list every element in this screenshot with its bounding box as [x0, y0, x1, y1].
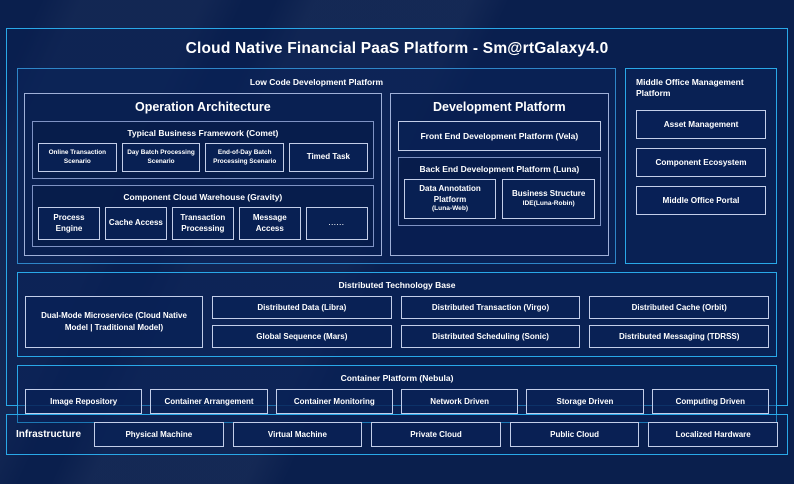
- chip-data-annotation-platform[interactable]: Data Annotation Platform (Luna-Web): [403, 179, 497, 219]
- dtb-column-1: Distributed Data (Libra) Global Sequence…: [212, 296, 392, 349]
- infrastructure-label: Infrastructure: [16, 429, 82, 440]
- development-platform-panel: Development Platform Front End Developme…: [389, 93, 609, 257]
- chip-business-structure-ide[interactable]: Business Structure IDE(Luna-Robin): [502, 179, 595, 219]
- development-platform-title: Development Platform: [433, 100, 566, 114]
- dtb-distributed-cache[interactable]: Distributed Cache (Orbit): [589, 296, 770, 320]
- cp-storage-driven[interactable]: Storage Driven: [526, 389, 644, 415]
- operation-architecture-panel: Operation Architecture Typical Business …: [24, 93, 382, 257]
- typical-business-framework-items: Online Transaction Scenario Day Batch Pr…: [38, 143, 368, 173]
- chip-process-engine[interactable]: Process Engine: [38, 207, 100, 241]
- distributed-technology-base-panel: Distributed Technology Base Dual-Mode Mi…: [17, 272, 777, 358]
- chip-online-transaction-scenario[interactable]: Online Transaction Scenario: [38, 143, 117, 173]
- container-platform-panel: Container Platform (Nebula) Image Reposi…: [17, 365, 777, 424]
- dtb-distributed-scheduling[interactable]: Distributed Scheduling (Sonic): [400, 325, 581, 349]
- mo-box-component-ecosystem[interactable]: Component Ecosystem: [636, 147, 766, 177]
- cp-image-repository[interactable]: Image Repository: [25, 389, 143, 415]
- back-end-items: Data Annotation Platform (Luna-Web) Busi…: [403, 179, 595, 219]
- typical-business-framework-title: Typical Business Framework (Comet): [127, 128, 279, 138]
- business-structure-sub: IDE(Luna-Robin): [522, 199, 575, 207]
- cp-network-driven[interactable]: Network Driven: [400, 389, 519, 415]
- low-code-development-platform-panel: Low Code Development Platform Operation …: [17, 68, 616, 265]
- low-code-panel-header: Low Code Development Platform: [249, 77, 384, 87]
- infrastructure-panel: Infrastructure Physical Machine Virtual …: [6, 414, 788, 455]
- container-platform-body: Image Repository Container Arrangement C…: [25, 389, 769, 415]
- upper-row: Low Code Development Platform Operation …: [7, 68, 787, 265]
- chip-day-batch-processing-scenario[interactable]: Day Batch Processing Scenario: [121, 143, 201, 173]
- cp-computing-driven[interactable]: Computing Driven: [651, 389, 769, 415]
- infra-virtual-machine[interactable]: Virtual Machine: [232, 422, 363, 447]
- chip-timed-task[interactable]: Timed Task: [289, 143, 368, 173]
- back-end-development-platform-title: Back End Development Platform (Luna): [419, 164, 580, 174]
- front-end-development-platform-box[interactable]: Front End Development Platform (Vela): [397, 121, 601, 151]
- data-annotation-platform-sub: (Luna-Web): [431, 205, 469, 213]
- data-annotation-platform-main: Data Annotation Platform: [419, 184, 481, 204]
- business-structure-main: Business Structure: [511, 189, 586, 199]
- infra-private-cloud[interactable]: Private Cloud: [371, 422, 501, 447]
- back-end-development-platform-group: Back End Development Platform (Luna) Dat…: [397, 157, 601, 226]
- cp-container-arrangement[interactable]: Container Arrangement: [150, 389, 268, 415]
- chip-message-access[interactable]: Message Access: [238, 207, 301, 241]
- mo-box-asset-management[interactable]: Asset Management: [636, 109, 766, 139]
- mo-box-middle-office-portal[interactable]: Middle Office Portal: [636, 185, 766, 215]
- operation-architecture-title: Operation Architecture: [135, 100, 271, 114]
- component-cloud-warehouse-title: Component Cloud Warehouse (Gravity): [123, 192, 283, 203]
- dtb-distributed-messaging[interactable]: Distributed Messaging (TDRSS): [589, 325, 770, 349]
- middle-office-management-platform-panel: Middle Office Management Platform Asset …: [625, 68, 777, 265]
- container-platform-header: Container Platform (Nebula): [340, 373, 454, 384]
- main-platform-frame: Cloud Native Financial PaaS Platform - S…: [6, 28, 788, 424]
- chip-end-of-day-batch-processing-scenario[interactable]: End-of-Day Batch Processing Scenario: [205, 143, 285, 173]
- low-code-body: Operation Architecture Typical Business …: [24, 93, 609, 257]
- infra-localized-hardware[interactable]: Localized Hardware: [648, 422, 778, 447]
- dtb-dual-mode-microservice[interactable]: Dual-Mode Microservice (Cloud Native Mod…: [25, 296, 203, 349]
- distributed-technology-base-body: Dual-Mode Microservice (Cloud Native Mod…: [25, 296, 770, 349]
- page-title: Cloud Native Financial PaaS Platform - S…: [185, 40, 609, 57]
- cp-container-monitoring[interactable]: Container Monitoring: [275, 389, 393, 415]
- component-cloud-warehouse-items: Process Engine Cache Access Transaction …: [38, 207, 368, 241]
- dtb-column-2: Distributed Transaction (Virgo) Distribu…: [400, 296, 581, 349]
- dtb-distributed-transaction[interactable]: Distributed Transaction (Virgo): [400, 296, 581, 320]
- dtb-distributed-data[interactable]: Distributed Data (Libra): [212, 296, 392, 320]
- component-cloud-warehouse-group: Component Cloud Warehouse (Gravity) Proc…: [32, 185, 374, 248]
- chip-more-ellipsis[interactable]: ......: [305, 207, 368, 241]
- dtb-global-sequence[interactable]: Global Sequence (Mars): [212, 325, 392, 349]
- middle-office-title: Middle Office Management Platform: [636, 77, 744, 99]
- typical-business-framework-group: Typical Business Framework (Comet) Onlin…: [32, 121, 374, 180]
- distributed-technology-base-header: Distributed Technology Base: [338, 280, 456, 291]
- chip-transaction-processing[interactable]: Transaction Processing: [171, 207, 234, 241]
- infra-physical-machine[interactable]: Physical Machine: [94, 422, 224, 447]
- dtb-column-3: Distributed Cache (Orbit) Distributed Me…: [589, 296, 770, 349]
- chip-cache-access[interactable]: Cache Access: [104, 207, 167, 241]
- infra-public-cloud[interactable]: Public Cloud: [509, 422, 640, 447]
